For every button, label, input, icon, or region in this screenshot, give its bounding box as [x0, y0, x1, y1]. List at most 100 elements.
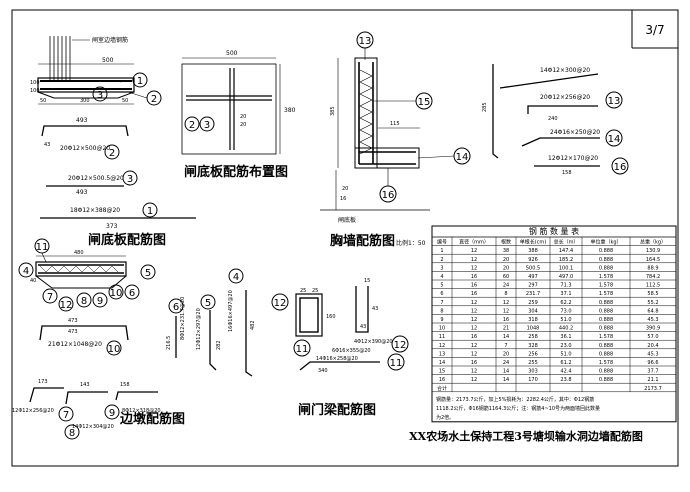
table-cell: 12: [471, 257, 477, 263]
svg-text:20: 20: [342, 186, 348, 192]
svg-text:473: 473: [68, 318, 78, 324]
table-cell: 1.578: [599, 360, 613, 366]
table-cell: 100.1: [559, 265, 573, 271]
svg-text:500: 500: [102, 57, 114, 64]
table-cell: 0.888: [599, 377, 613, 383]
svg-text:8Φ12×318@20: 8Φ12×318@20: [122, 408, 161, 414]
table-header-cell: 直径（mm）: [459, 239, 489, 246]
callout-16b: 16: [614, 162, 627, 173]
table-cell: 45.3: [647, 351, 658, 357]
table-cell: 1.578: [599, 291, 613, 297]
svg-text:282: 282: [216, 340, 222, 350]
table-cell: 9: [440, 317, 443, 323]
svg-text:15: 15: [364, 278, 370, 284]
svg-text:143: 143: [80, 382, 90, 388]
table-cell: 231.7: [526, 291, 540, 297]
svg-text:43: 43: [44, 142, 50, 148]
table-cell: 14: [439, 360, 445, 366]
svg-text:20: 20: [240, 114, 246, 120]
svg-text:4Φ12×390@20: 4Φ12×390@20: [354, 339, 393, 345]
table-cell: 24: [503, 283, 509, 289]
svg-text:493: 493: [76, 117, 88, 124]
table-cell: 6: [440, 291, 443, 297]
table-cell: 304: [528, 308, 538, 314]
svg-text:300: 300: [80, 98, 90, 104]
callout-5: 5: [145, 268, 151, 279]
callout-2b: 2: [109, 148, 115, 159]
callout-2: 2: [151, 94, 157, 105]
svg-text:482: 482: [250, 320, 256, 330]
callout-9b: 9: [109, 408, 115, 419]
table-cell: 57.0: [647, 334, 658, 340]
table-cell: 58.5: [647, 291, 658, 297]
beam-outline: [295, 293, 323, 337]
svg-text:473: 473: [68, 329, 78, 335]
table-cell: 12: [471, 308, 477, 314]
table-cell: 88.9: [647, 265, 658, 271]
table-cell: 0.888: [599, 300, 613, 306]
callout-10b: 10: [108, 344, 121, 355]
table-cell: 16: [471, 283, 477, 289]
svg-text:158: 158: [120, 382, 130, 388]
svg-text:25: 25: [312, 288, 318, 294]
callout-14b: 14: [608, 134, 621, 145]
table-cell: 13: [439, 351, 445, 357]
sheet-border: [11, 9, 679, 467]
callout-10: 10: [110, 288, 123, 299]
table-header-cell: 总重（kg）: [640, 239, 666, 246]
table-cell: 71.3: [560, 283, 571, 289]
svg-text:8Φ12×231.7@20: 8Φ12×231.7@20: [180, 297, 186, 340]
table-cell: 170: [528, 377, 538, 383]
table-cell: 12: [503, 300, 509, 306]
table-frame: [431, 225, 677, 423]
svg-text:115: 115: [390, 121, 400, 127]
callout-12b: 12: [274, 298, 287, 309]
title-gate-plan: 闸底板配筋布置图: [184, 164, 288, 180]
svg-text:500: 500: [226, 50, 238, 57]
table-cell: 0.888: [599, 326, 613, 332]
callout-11: 11: [36, 242, 49, 253]
svg-text:16: 16: [340, 196, 346, 202]
table-cell: 1.578: [599, 334, 613, 340]
svg-text:12Φ12×256@20: 12Φ12×256@20: [12, 408, 54, 414]
svg-text:21Φ12×1048@20: 21Φ12×1048@20: [48, 341, 102, 348]
table-cell: 12: [471, 326, 477, 332]
table-cell: 0.888: [599, 265, 613, 271]
table-cell: 0.888: [599, 248, 613, 254]
callout-3b: 3: [127, 174, 133, 185]
callout-1: 1: [137, 76, 143, 87]
title-gate-beam: 闸门梁配筋图: [298, 402, 376, 418]
table-cell: 21.1: [647, 377, 658, 383]
callout-13: 13: [359, 36, 372, 47]
table-header-cell: 编号: [437, 239, 447, 246]
callout-8b: 8: [69, 428, 75, 439]
table-cell: 51.0: [560, 351, 571, 357]
table-cell: 388: [528, 248, 538, 254]
table-cell: 926: [528, 257, 538, 263]
gate-plan: 500 380 20 20 2 3 闸底板配筋布置图: [181, 50, 296, 180]
table-cell: 497: [528, 274, 538, 280]
table-cell: 62.2: [560, 300, 571, 306]
table-cell: 440.2: [559, 326, 573, 332]
table-cell: 12: [439, 343, 445, 349]
table-cell: 0.888: [599, 317, 613, 323]
page-number: 3/7: [645, 23, 664, 37]
callout-1b: 1: [147, 206, 153, 217]
table-cell: 20: [503, 257, 509, 263]
svg-text:12Φ12×170@20: 12Φ12×170@20: [548, 155, 598, 162]
table-cell: 164.5: [646, 257, 660, 263]
svg-text:43: 43: [360, 324, 366, 330]
table-cell: 15: [439, 369, 445, 375]
callout-11b: 11: [296, 344, 309, 355]
title-breast-wall: 胸墙配筋图: [330, 233, 395, 249]
table-cell: 1.578: [599, 283, 613, 289]
table-cell: 16: [503, 317, 509, 323]
table-cell: 5: [440, 283, 443, 289]
breast-scale: 比例1：50: [396, 239, 426, 247]
svg-text:285: 285: [482, 102, 488, 112]
table-cell: 10: [439, 326, 445, 332]
table-cell: 0.888: [599, 369, 613, 375]
callout-2c: 2: [189, 120, 195, 131]
